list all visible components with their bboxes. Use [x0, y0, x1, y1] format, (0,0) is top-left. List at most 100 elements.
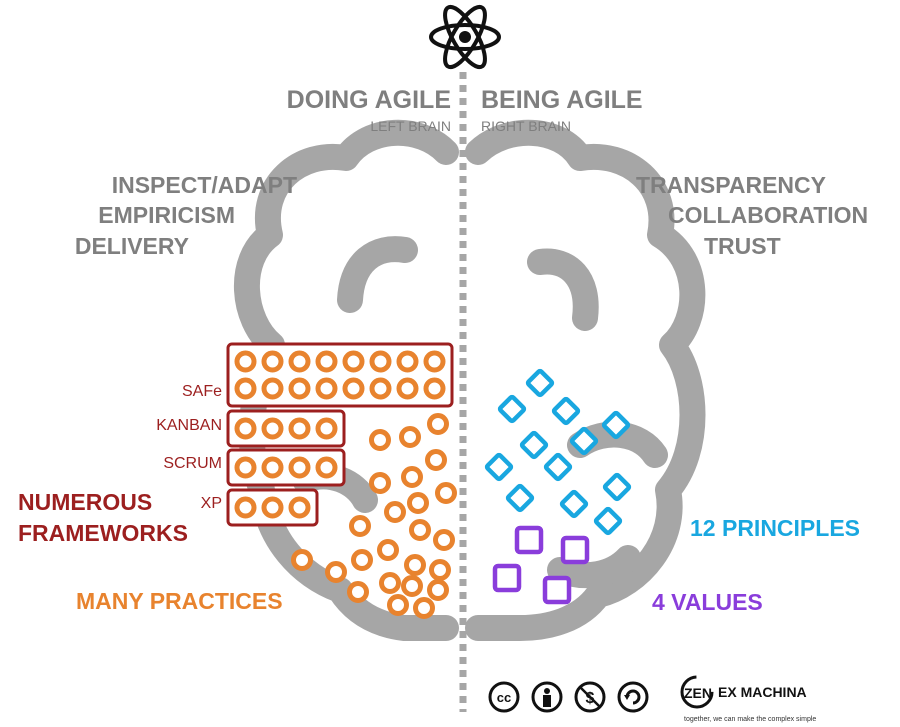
practice-ring [349, 515, 371, 537]
practice-rings [291, 413, 457, 619]
practice-ring [399, 426, 421, 448]
practice-ring [435, 482, 457, 504]
value-squares [492, 525, 590, 605]
framework-ring-safe [342, 350, 365, 373]
doing-agile-title: DOING AGILE [287, 86, 451, 114]
practice-ring [325, 561, 347, 583]
framework-ring-safe [288, 350, 311, 373]
principle-diamond [519, 430, 549, 460]
sharealike-icon [617, 681, 649, 713]
framework-ring-xp [234, 496, 257, 519]
practice-ring [433, 529, 455, 551]
trait-inspect-adapt: INSPECT/ADAPT [112, 172, 297, 198]
practice-ring [379, 572, 401, 594]
left-brain-subtitle: LEFT BRAIN [370, 118, 451, 134]
practice-ring [427, 413, 449, 435]
value-square [542, 575, 572, 605]
cc-icon: cc [488, 681, 520, 713]
twelve-principles-label: 12 PRINCIPLES [690, 515, 860, 541]
framework-ring-scrum [315, 456, 338, 479]
framework-ring-safe [234, 350, 257, 373]
value-square [560, 535, 590, 565]
right-brain-subtitle: RIGHT BRAIN [481, 118, 571, 134]
practice-ring [425, 449, 447, 471]
practice-ring [369, 472, 391, 494]
noncommercial-icon: $ [574, 681, 606, 713]
trait-collaboration: COLLABORATION [668, 202, 868, 228]
trait-trust: TRUST [704, 233, 781, 259]
framework-ring-safe [261, 377, 284, 400]
framework-boxes [226, 342, 454, 527]
framework-ring-safe [423, 377, 446, 400]
value-square [514, 525, 544, 555]
brand-name: EX MACHINA [718, 684, 807, 700]
practice-ring [377, 539, 399, 561]
framework-label-scrum: SCRUM [163, 455, 222, 472]
principle-diamond [601, 410, 631, 440]
framework-ring-kanban [234, 417, 257, 440]
practice-ring [427, 579, 449, 601]
framework-box-safe [226, 342, 454, 408]
practice-ring [413, 597, 435, 619]
framework-ring-scrum [288, 456, 311, 479]
practice-ring [384, 501, 406, 523]
trait-delivery: DELIVERY [75, 233, 189, 259]
practice-ring [369, 429, 391, 451]
framework-ring-safe [234, 377, 257, 400]
frameworks-label: FRAMEWORKS [18, 520, 188, 546]
practice-ring [404, 554, 426, 576]
framework-ring-safe [315, 377, 338, 400]
framework-label-kanban: KANBAN [156, 417, 222, 434]
trait-transparency: TRANSPARENCY [636, 172, 826, 198]
numerous-label: NUMEROUS [18, 489, 152, 515]
principle-diamond [484, 452, 514, 482]
svg-text:cc: cc [497, 690, 511, 705]
framework-ring-safe [261, 350, 284, 373]
principle-diamond [559, 489, 589, 519]
framework-ring-safe [288, 377, 311, 400]
framework-label-xp: XP [201, 495, 222, 512]
brand-tagline: together, we can make the complex simple [684, 716, 816, 723]
framework-ring-kanban [261, 417, 284, 440]
framework-ring-safe [342, 377, 365, 400]
svg-text:ZEN: ZEN [684, 685, 712, 701]
practice-ring [409, 519, 431, 541]
principle-diamonds [484, 368, 632, 536]
practice-ring [347, 581, 369, 603]
framework-box-scrum [226, 448, 346, 487]
framework-ring-xp [288, 496, 311, 519]
framework-ring-kanban [288, 417, 311, 440]
framework-ring-safe [369, 377, 392, 400]
practice-ring [291, 549, 313, 571]
principle-diamond [497, 394, 527, 424]
framework-label-safe: SAFe [182, 383, 222, 400]
practice-ring [387, 594, 409, 616]
attribution-icon [531, 681, 563, 713]
principle-diamond [543, 452, 573, 482]
principle-diamond [505, 483, 535, 513]
framework-box-kanban [226, 409, 346, 448]
principle-diamond [569, 426, 599, 456]
four-values-label: 4 VALUES [652, 589, 763, 615]
framework-ring-safe [315, 350, 338, 373]
principle-diamond [551, 396, 581, 426]
framework-ring-safe [369, 350, 392, 373]
trait-empiricism: EMPIRICISM [98, 202, 235, 228]
framework-ring-scrum [234, 456, 257, 479]
framework-ring-safe [396, 350, 419, 373]
framework-ring-safe [423, 350, 446, 373]
framework-ring-kanban [315, 417, 338, 440]
framework-ring-xp [261, 496, 284, 519]
framework-ring-scrum [261, 456, 284, 479]
principle-diamond [602, 472, 632, 502]
practice-ring [401, 466, 423, 488]
zen-ex-machina-logo: ZEN EX MACHINA together, we can make the… [680, 675, 816, 723]
principle-diamond [525, 368, 555, 398]
being-agile-title: BEING AGILE [481, 86, 643, 114]
value-square [492, 563, 522, 593]
atom-icon [429, 4, 501, 70]
practice-ring [401, 575, 423, 597]
practice-ring [429, 559, 451, 581]
many-practices-label: MANY PRACTICES [76, 588, 283, 614]
